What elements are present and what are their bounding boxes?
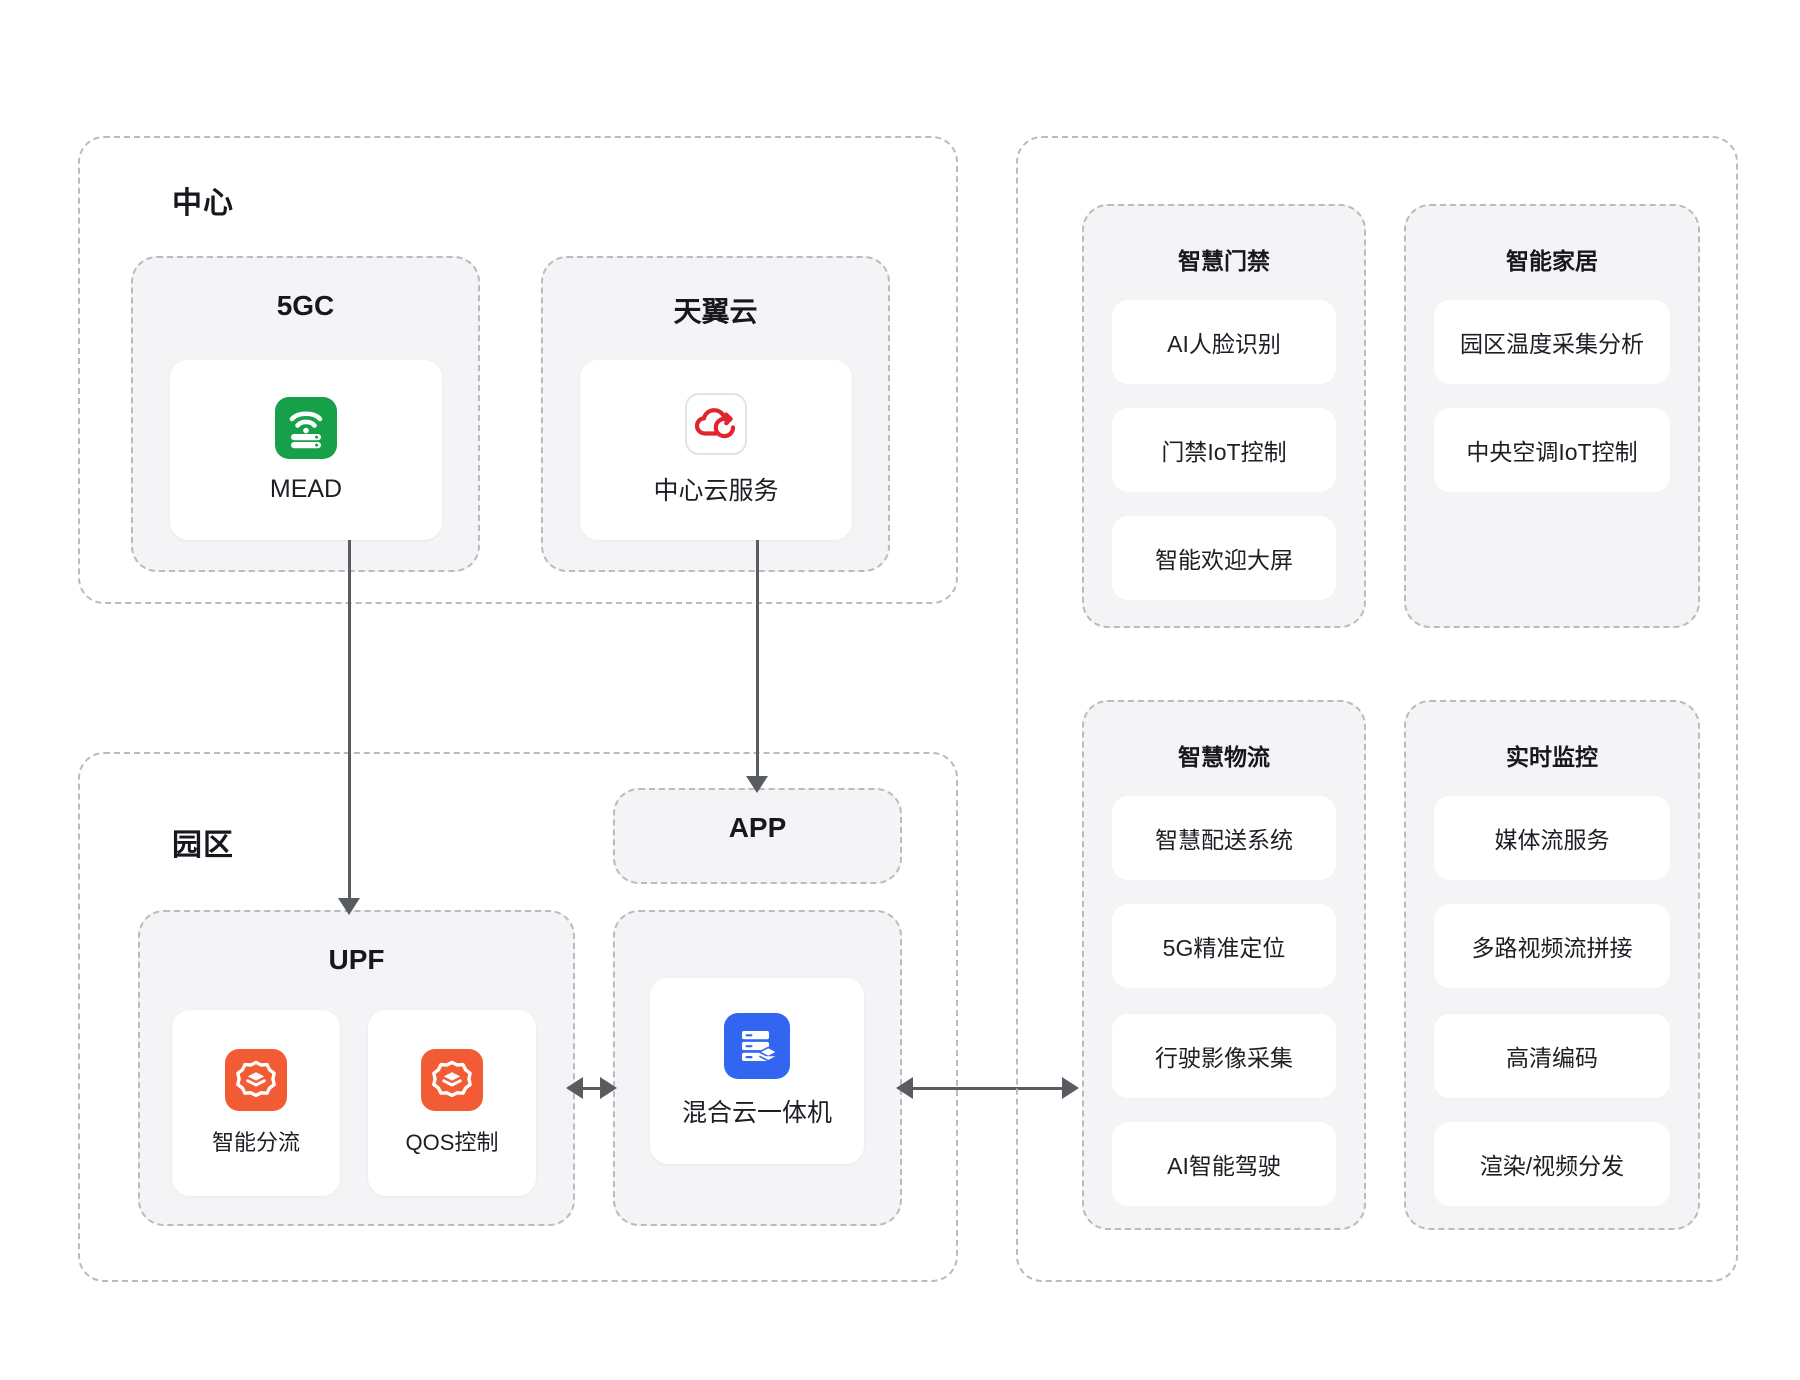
group-smart-access-control-title: 智慧门禁 bbox=[1178, 248, 1270, 274]
list-item[interactable]: 高清编码 bbox=[1434, 1014, 1670, 1098]
connector-upf-to-hybrid-arrow-left bbox=[566, 1077, 583, 1099]
node-intelligent-offload-caption: 智能分流 bbox=[211, 1130, 300, 1155]
connector-hybrid-to-apps-arrow-right bbox=[1062, 1077, 1079, 1099]
group-realtime-monitoring-title: 实时监控 bbox=[1506, 744, 1598, 770]
router-wifi-icon bbox=[275, 396, 337, 459]
connector-cloud-to-app-arrow bbox=[746, 776, 768, 793]
connector-cloud-to-app bbox=[756, 540, 759, 782]
connector-upf-to-hybrid-arrow-right bbox=[600, 1077, 617, 1099]
list-item[interactable]: 5G精准定位 bbox=[1112, 904, 1336, 988]
list-item[interactable]: 园区温度采集分析 bbox=[1434, 300, 1670, 384]
zone-campus bbox=[78, 752, 958, 1282]
zone-applications bbox=[1016, 136, 1738, 1282]
gear-layers-icon bbox=[225, 1049, 287, 1111]
list-item[interactable]: 媒体流服务 bbox=[1434, 796, 1670, 880]
connector-hybrid-to-apps bbox=[906, 1087, 1076, 1090]
node-center-cloud-service[interactable]: 中心云服务 bbox=[580, 360, 852, 540]
node-qos-control[interactable]: QOS控制 bbox=[368, 1010, 536, 1196]
connector-upf-to-hybrid bbox=[579, 1087, 611, 1090]
list-item[interactable]: 智能欢迎大屏 bbox=[1112, 516, 1336, 600]
group-app-title: APP bbox=[728, 812, 787, 843]
group-upf-title: UPF bbox=[328, 944, 385, 975]
group-app bbox=[613, 788, 902, 884]
node-mead-caption: MEAD bbox=[269, 474, 343, 503]
list-item[interactable]: 多路视频流拼接 bbox=[1434, 904, 1670, 988]
cloud-sync-icon bbox=[685, 393, 747, 455]
node-intelligent-offload[interactable]: 智能分流 bbox=[172, 1010, 340, 1196]
node-center-cloud-service-caption: 中心云服务 bbox=[653, 477, 779, 505]
list-item[interactable]: 渲染/视频分发 bbox=[1434, 1122, 1670, 1206]
group-smart-home-title: 智能家居 bbox=[1506, 248, 1598, 274]
connector-mead-to-upf-arrow bbox=[338, 898, 360, 915]
list-item[interactable]: 行驶影像采集 bbox=[1112, 1014, 1336, 1098]
list-item[interactable]: 智慧配送系统 bbox=[1112, 796, 1336, 880]
list-item[interactable]: AI智能驾驶 bbox=[1112, 1122, 1336, 1206]
list-item[interactable]: AI人脸识别 bbox=[1112, 300, 1336, 384]
node-hybrid-cloud-appliance[interactable]: 混合云一体机 bbox=[650, 978, 864, 1164]
zone-center bbox=[78, 136, 958, 604]
list-item[interactable]: 中央空调IoT控制 bbox=[1434, 408, 1670, 492]
node-mead[interactable]: MEAD bbox=[170, 360, 442, 540]
connector-mead-to-upf bbox=[348, 540, 351, 905]
zone-center-label: 中心 bbox=[172, 187, 234, 220]
list-item[interactable]: 门禁IoT控制 bbox=[1112, 408, 1336, 492]
node-hybrid-cloud-appliance-caption: 混合云一体机 bbox=[681, 1099, 832, 1127]
connector-hybrid-to-apps-arrow-left bbox=[896, 1077, 913, 1099]
group-smart-logistics-title: 智慧物流 bbox=[1178, 744, 1270, 770]
group-5gc-title: 5GC bbox=[276, 290, 335, 321]
node-qos-control-caption: QOS控制 bbox=[405, 1130, 499, 1155]
gear-layers-icon bbox=[421, 1049, 483, 1111]
zone-campus-label: 园区 bbox=[172, 829, 234, 862]
group-tianyi-cloud-title: 天翼云 bbox=[673, 296, 758, 327]
server-stack-icon bbox=[724, 1013, 790, 1079]
